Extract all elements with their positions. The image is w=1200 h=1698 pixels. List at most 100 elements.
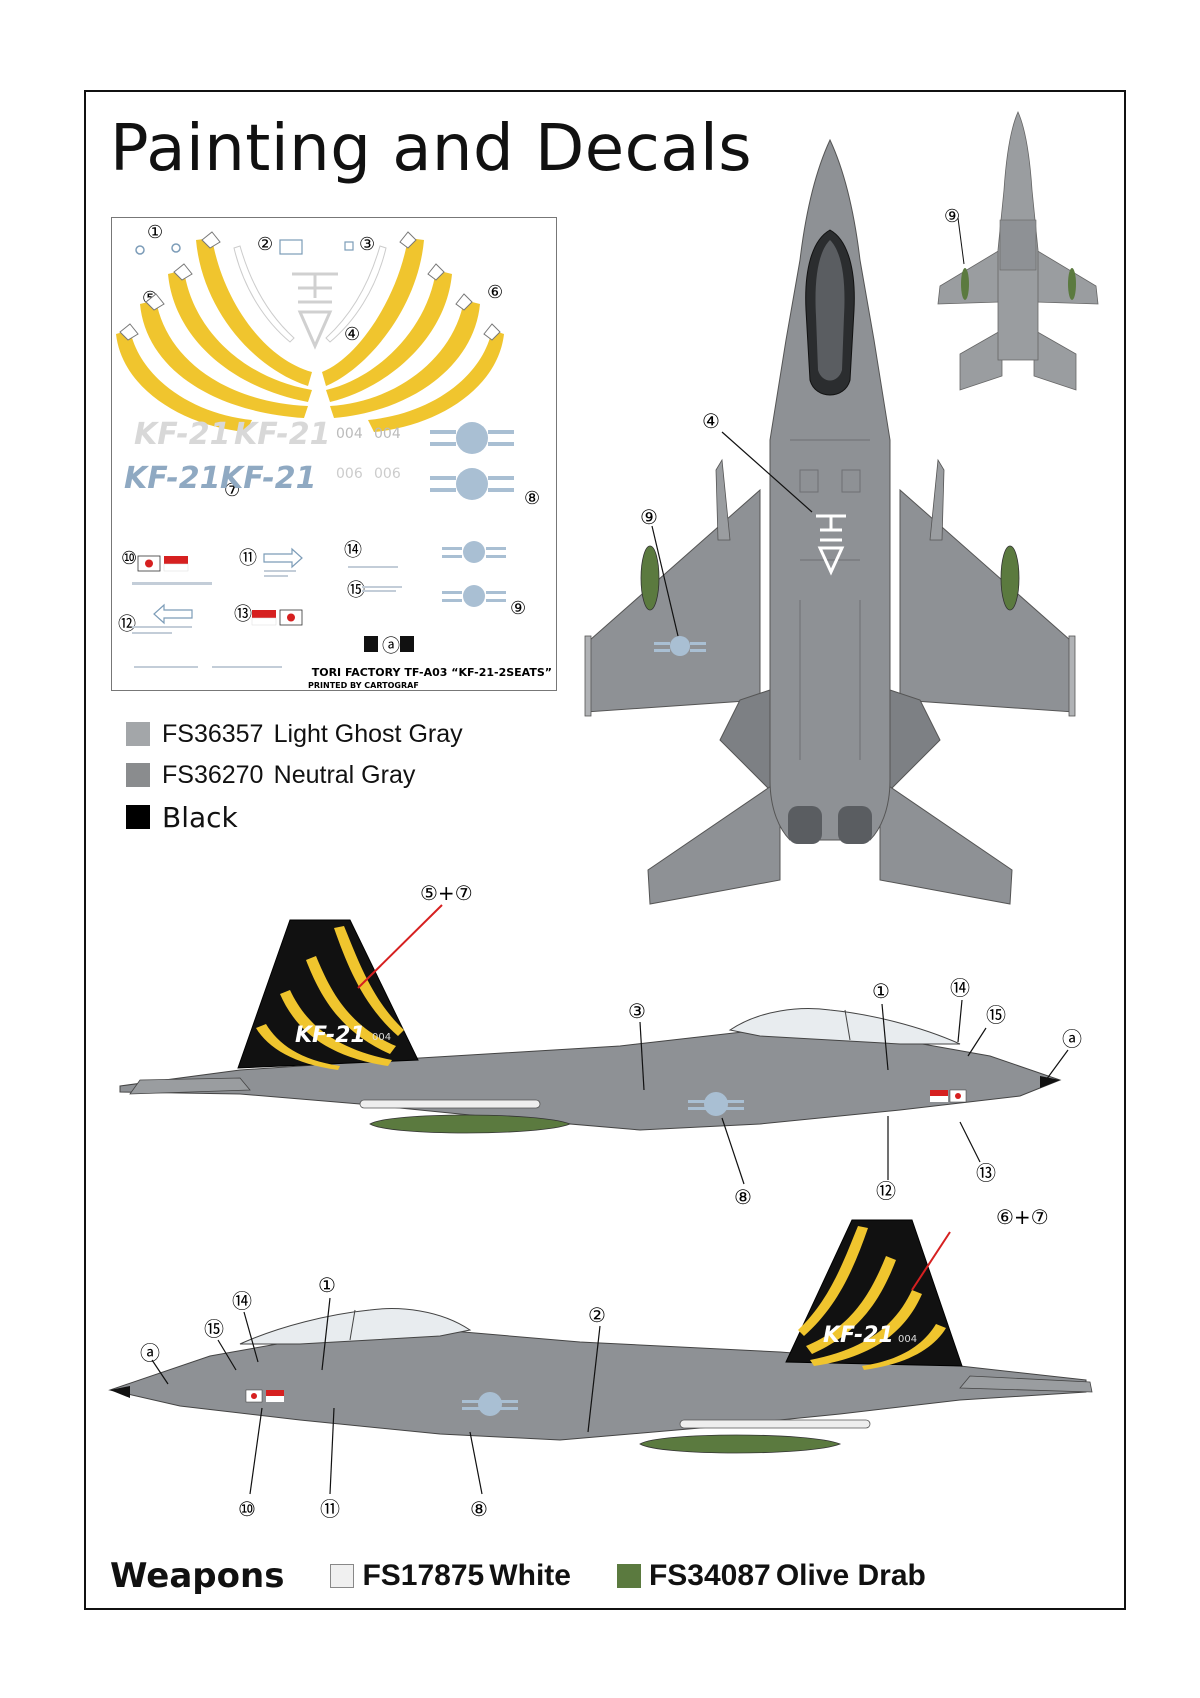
decal-number-4: 006 [374, 466, 401, 482]
side2-missile [679, 1419, 871, 1429]
decal-number-3: 006 [336, 466, 363, 482]
weapons-white-code: FS17875 [362, 1559, 485, 1592]
aircraft-top-view [584, 138, 1076, 905]
aircraft-side-view-1: KF-21 004 [119, 904, 1069, 1185]
decal-10-flags [137, 555, 189, 572]
side2-callout-15: ⑮ [204, 1317, 224, 1341]
top-callout-4: ④ [702, 409, 720, 433]
marker-6: ⑥ [487, 282, 503, 303]
decal-kf21-white-2: KF-21 [234, 417, 330, 452]
tail-kf21-2: KF-21 [823, 1323, 894, 1348]
decal-5-tail-stripes [116, 231, 312, 432]
legend-code: FS36357 [162, 719, 264, 748]
side1-callout-8: ⑧ [734, 1185, 752, 1209]
weapons-legend: Weapons FS17875 White FS34087 Olive Drab [110, 1556, 972, 1596]
decal-number-2: 004 [374, 426, 401, 442]
nozzle-right [838, 806, 872, 844]
marker-11: ⑪ [239, 548, 257, 569]
side2-callout-11: ⑪ [320, 1497, 340, 1521]
decal-11-arrow [263, 547, 303, 569]
side2-callout-1: ① [318, 1273, 336, 1297]
side1-callout-a: ⓐ [1062, 1027, 1082, 1051]
marker-2: ② [257, 234, 273, 255]
marker-a: ⓐ [382, 636, 400, 657]
marker-9: ⑨ [510, 598, 526, 619]
side2-bomb [639, 1434, 842, 1454]
marker-1: ① [147, 222, 163, 243]
weapons-white-name: White [489, 1559, 571, 1592]
marker-14: ⑭ [344, 540, 362, 561]
side2-callout-a: ⓐ [140, 1341, 160, 1365]
legend-code: FS36270 [162, 760, 264, 789]
nozzle-left [788, 806, 822, 844]
decal-sheet-art: ① ② ③ ④ ⑤ ⑥ ⑦ ⑧ ⑨ ⑩ ⑪ ⑫ ⑬ ⑭ ⑮ ⓐ [116, 222, 552, 690]
side1-callout-14: ⑭ [950, 976, 970, 1000]
side2-callout-14: ⑭ [232, 1289, 252, 1313]
side2-callout-10: ⑩ [238, 1497, 256, 1521]
side2-callout-2: ② [588, 1303, 606, 1327]
tail-kf21-1: KF-21 [295, 1023, 366, 1048]
side1-callout-12: ⑫ [876, 1179, 896, 1203]
decal-a-left [364, 636, 378, 652]
decal-sheet-printer: PRINTED BY CARTOGRAF [308, 681, 419, 690]
legend-black: Black [126, 800, 238, 834]
top-roundel-9 [670, 636, 690, 656]
side1-callout-1: ① [872, 979, 890, 1003]
small-view-callout-9: ⑨ [944, 206, 960, 227]
legend-neutral-gray: FS36270 Neutral Gray [126, 760, 415, 790]
side2-callout-6-7: ⑥+⑦ [996, 1205, 1049, 1229]
decal-4-emblem [292, 272, 338, 350]
side1-callout-15: ⑮ [986, 1003, 1006, 1027]
side1-missile [359, 1099, 541, 1109]
swatch-white [330, 1564, 355, 1588]
side2-callout-8: ⑧ [470, 1497, 488, 1521]
weapons-white: FS17875 White [330, 1559, 571, 1593]
tail-number-2: 004 [898, 1334, 917, 1345]
decal-8-roundels [430, 422, 514, 500]
weapons-title: Weapons [110, 1556, 285, 1596]
side1-callout-3: ③ [628, 999, 646, 1023]
olive-bomb-left [640, 545, 660, 611]
decal-number-1: 004 [336, 426, 363, 442]
decal-sheet-brand: TORI FACTORY TF-A03 “KF-21-2SEATS” [312, 666, 552, 679]
decal-a-right [400, 636, 414, 652]
legend-name: Light Ghost Gray [273, 719, 463, 748]
side1-bomb [369, 1114, 572, 1134]
page-title: Painting and Decals [110, 112, 753, 186]
olive-bomb-right [1000, 545, 1020, 611]
decal-3 [344, 241, 354, 251]
side1-callout-13: ⑬ [976, 1161, 996, 1185]
marker-7: ⑦ [224, 480, 240, 501]
swatch-light-ghost-gray [126, 722, 150, 746]
weapons-olive-name: Olive Drab [775, 1559, 926, 1592]
weapons-olive-code: FS34087 [648, 1559, 771, 1592]
aircraft-bottom-view-small [937, 111, 1099, 391]
marker-8: ⑧ [524, 488, 540, 509]
legend-name: Neutral Gray [273, 760, 416, 789]
top-callout-9: ⑨ [640, 505, 658, 529]
marker-4: ④ [344, 324, 360, 345]
swatch-olive-drab [616, 1564, 641, 1588]
marker-10: ⑩ [121, 548, 137, 569]
marker-13: ⑬ [234, 604, 252, 625]
decal-9-roundels [442, 541, 506, 607]
page-frame [84, 90, 1126, 1610]
decal-kf21-white-1: KF-21 [134, 417, 230, 452]
weapons-olive: FS34087 Olive Drab [616, 1559, 926, 1593]
aircraft-side-view-2: KF-21 004 [108, 1219, 1093, 1495]
tail-number-1: 004 [372, 1032, 391, 1043]
marker-3: ③ [359, 234, 375, 255]
decal-1-left [135, 245, 145, 255]
top-emblem-4 [816, 514, 846, 576]
decal-6-tail-stripes [322, 231, 504, 432]
marker-12: ⑫ [118, 614, 136, 635]
legend-name: Black [162, 800, 238, 834]
decal-stencils [132, 566, 402, 668]
swatch-neutral-gray [126, 763, 150, 787]
decal-kf21-blue-2: KF-21 [220, 461, 316, 496]
decal-1-right [171, 243, 181, 253]
decal-sheet: ① ② ③ ④ ⑤ ⑥ ⑦ ⑧ ⑨ ⑩ ⑪ ⑫ ⑬ ⑭ ⑮ ⓐ [111, 217, 557, 691]
decal-12-arrow [153, 603, 193, 625]
legend-light-ghost-gray: FS36357 Light Ghost Gray [126, 719, 463, 749]
